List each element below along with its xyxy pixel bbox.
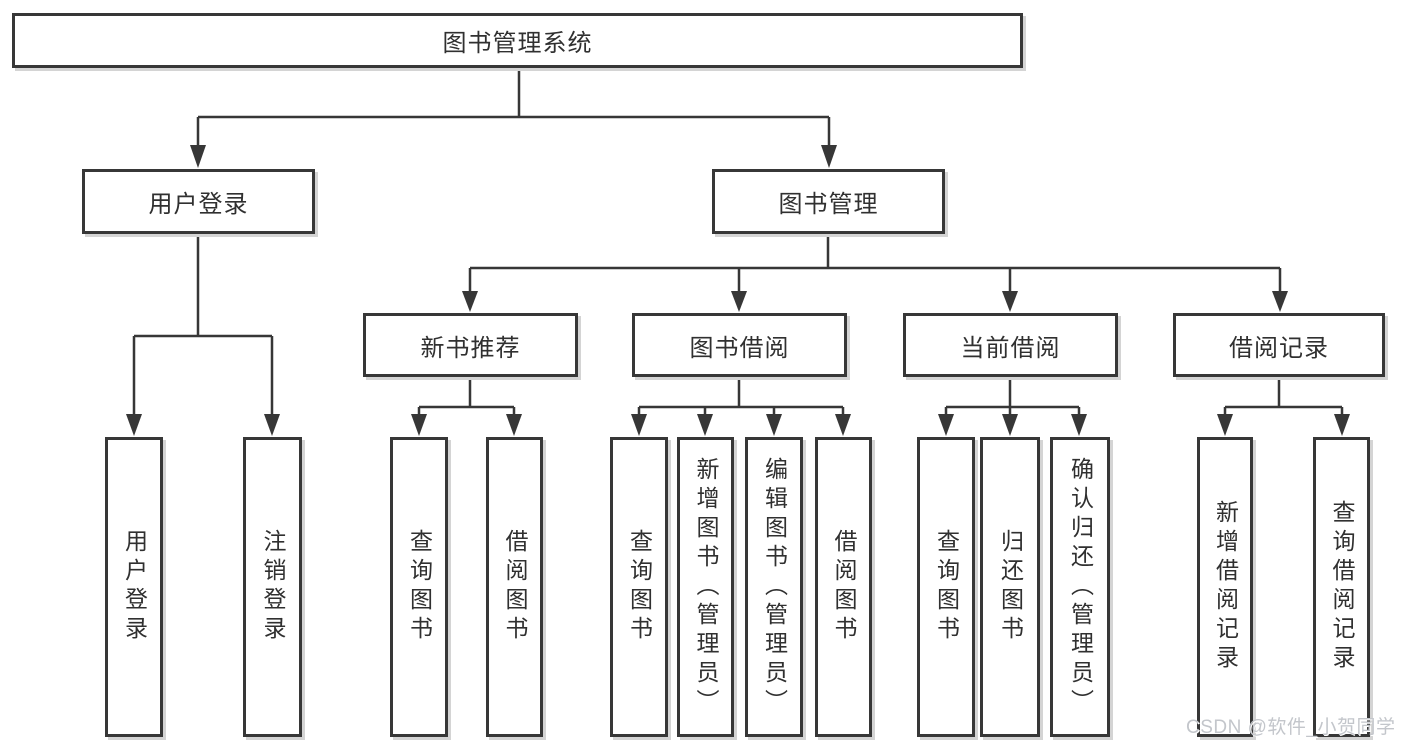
- leaf-logout-label: 注销登录: [260, 529, 286, 645]
- arrowhead-icon: [821, 145, 837, 168]
- arrowhead-icon: [1217, 414, 1233, 436]
- arrowhead-icon: [731, 291, 747, 312]
- leaf-borrow-borrow-book: 借阅图书: [815, 437, 872, 737]
- leaf-current-return-book: 归还图书: [980, 437, 1040, 737]
- leaf-current-query-book: 查询图书: [917, 437, 975, 737]
- node-current-borrow: 当前借阅: [903, 313, 1118, 377]
- connector-new-book-recommend-to-children: [417, 377, 516, 420]
- leaf-records-add-record-label: 新增借阅记录: [1212, 500, 1239, 674]
- node-user-login-label: 用户登录: [148, 191, 249, 218]
- arrowhead-icon: [1002, 291, 1018, 312]
- leaf-recommend-borrow-book-label: 借阅图书: [502, 529, 528, 645]
- arrowhead-icon: [697, 414, 713, 436]
- leaf-records-add-record: 新增借阅记录: [1197, 437, 1253, 737]
- arrowhead-icon: [1002, 414, 1018, 436]
- leaf-user-login: 用户登录: [105, 437, 163, 737]
- leaf-logout: 注销登录: [243, 437, 302, 737]
- arrowhead-icons: [126, 145, 1350, 436]
- node-root-label: 图书管理系统: [442, 30, 593, 57]
- arrowhead-icon: [835, 414, 851, 436]
- arrowhead-icon: [938, 414, 954, 436]
- node-new-book-recommend-label: 新书推荐: [420, 334, 521, 362]
- arrowhead-icon: [506, 414, 522, 436]
- connector-book-borrow-to-children: [637, 377, 845, 420]
- arrowhead-icon: [631, 414, 647, 436]
- node-user-login: 用户登录: [82, 169, 315, 234]
- connector-user-login-to-children: [132, 234, 274, 420]
- leaf-recommend-query-book-label: 查询图书: [406, 529, 433, 645]
- node-book-borrow: 图书借阅: [632, 313, 847, 377]
- connector-root-to-level1: [196, 68, 831, 150]
- leaf-borrow-borrow-book-label: 借阅图书: [831, 529, 857, 645]
- leaf-borrow-edit-book-admin: 编辑图书（管理员）: [745, 437, 803, 737]
- node-root: 图书管理系统: [12, 13, 1023, 68]
- arrowhead-icon: [1071, 414, 1087, 436]
- leaf-records-query-record: 查询借阅记录: [1313, 437, 1370, 737]
- node-book-borrow-label: 图书借阅: [689, 334, 790, 362]
- connector-current-borrow-to-children: [944, 377, 1081, 420]
- leaf-current-confirm-return-admin-label: 确认归还（管理员）: [1067, 456, 1094, 718]
- arrowhead-icon: [1272, 291, 1288, 312]
- arrowhead-icon: [264, 414, 280, 436]
- node-current-borrow-label: 当前借阅: [960, 334, 1061, 362]
- node-new-book-recommend: 新书推荐: [363, 313, 578, 377]
- leaf-user-login-label: 用户登录: [121, 529, 148, 645]
- leaf-current-return-book-label: 归还图书: [997, 529, 1024, 645]
- node-book-management: 图书管理: [712, 169, 945, 234]
- leaf-current-confirm-return-admin: 确认归还（管理员）: [1050, 437, 1110, 737]
- arrowhead-icon: [462, 291, 478, 312]
- arrowhead-icon: [1334, 414, 1350, 436]
- arrowhead-icon: [766, 414, 782, 436]
- leaf-borrow-query-book: 查询图书: [610, 437, 668, 737]
- leaf-borrow-query-book-label: 查询图书: [626, 529, 653, 645]
- leaf-recommend-borrow-book: 借阅图书: [486, 437, 543, 737]
- leaf-records-query-record-label: 查询借阅记录: [1329, 500, 1355, 674]
- leaf-borrow-edit-book-admin-label: 编辑图书（管理员）: [761, 456, 788, 718]
- arrowhead-icon: [190, 145, 206, 168]
- leaf-current-query-book-label: 查询图书: [933, 529, 960, 645]
- arrowhead-icon: [126, 414, 142, 436]
- leaf-borrow-add-book-admin: 新增图书（管理员）: [677, 437, 734, 737]
- leaf-recommend-query-book: 查询图书: [390, 437, 448, 737]
- node-book-management-label: 图书管理: [778, 191, 879, 218]
- connector-borrow-records-to-children: [1223, 377, 1344, 420]
- arrowhead-icon: [411, 414, 427, 436]
- watermark-text: CSDN @软件_小贺同学: [1186, 717, 1396, 738]
- leaf-borrow-add-book-admin-label: 新增图书（管理员）: [693, 456, 719, 718]
- node-borrow-records: 借阅记录: [1173, 313, 1385, 377]
- connector-book-management-to-children: [468, 234, 1282, 294]
- node-borrow-records-label: 借阅记录: [1229, 334, 1329, 362]
